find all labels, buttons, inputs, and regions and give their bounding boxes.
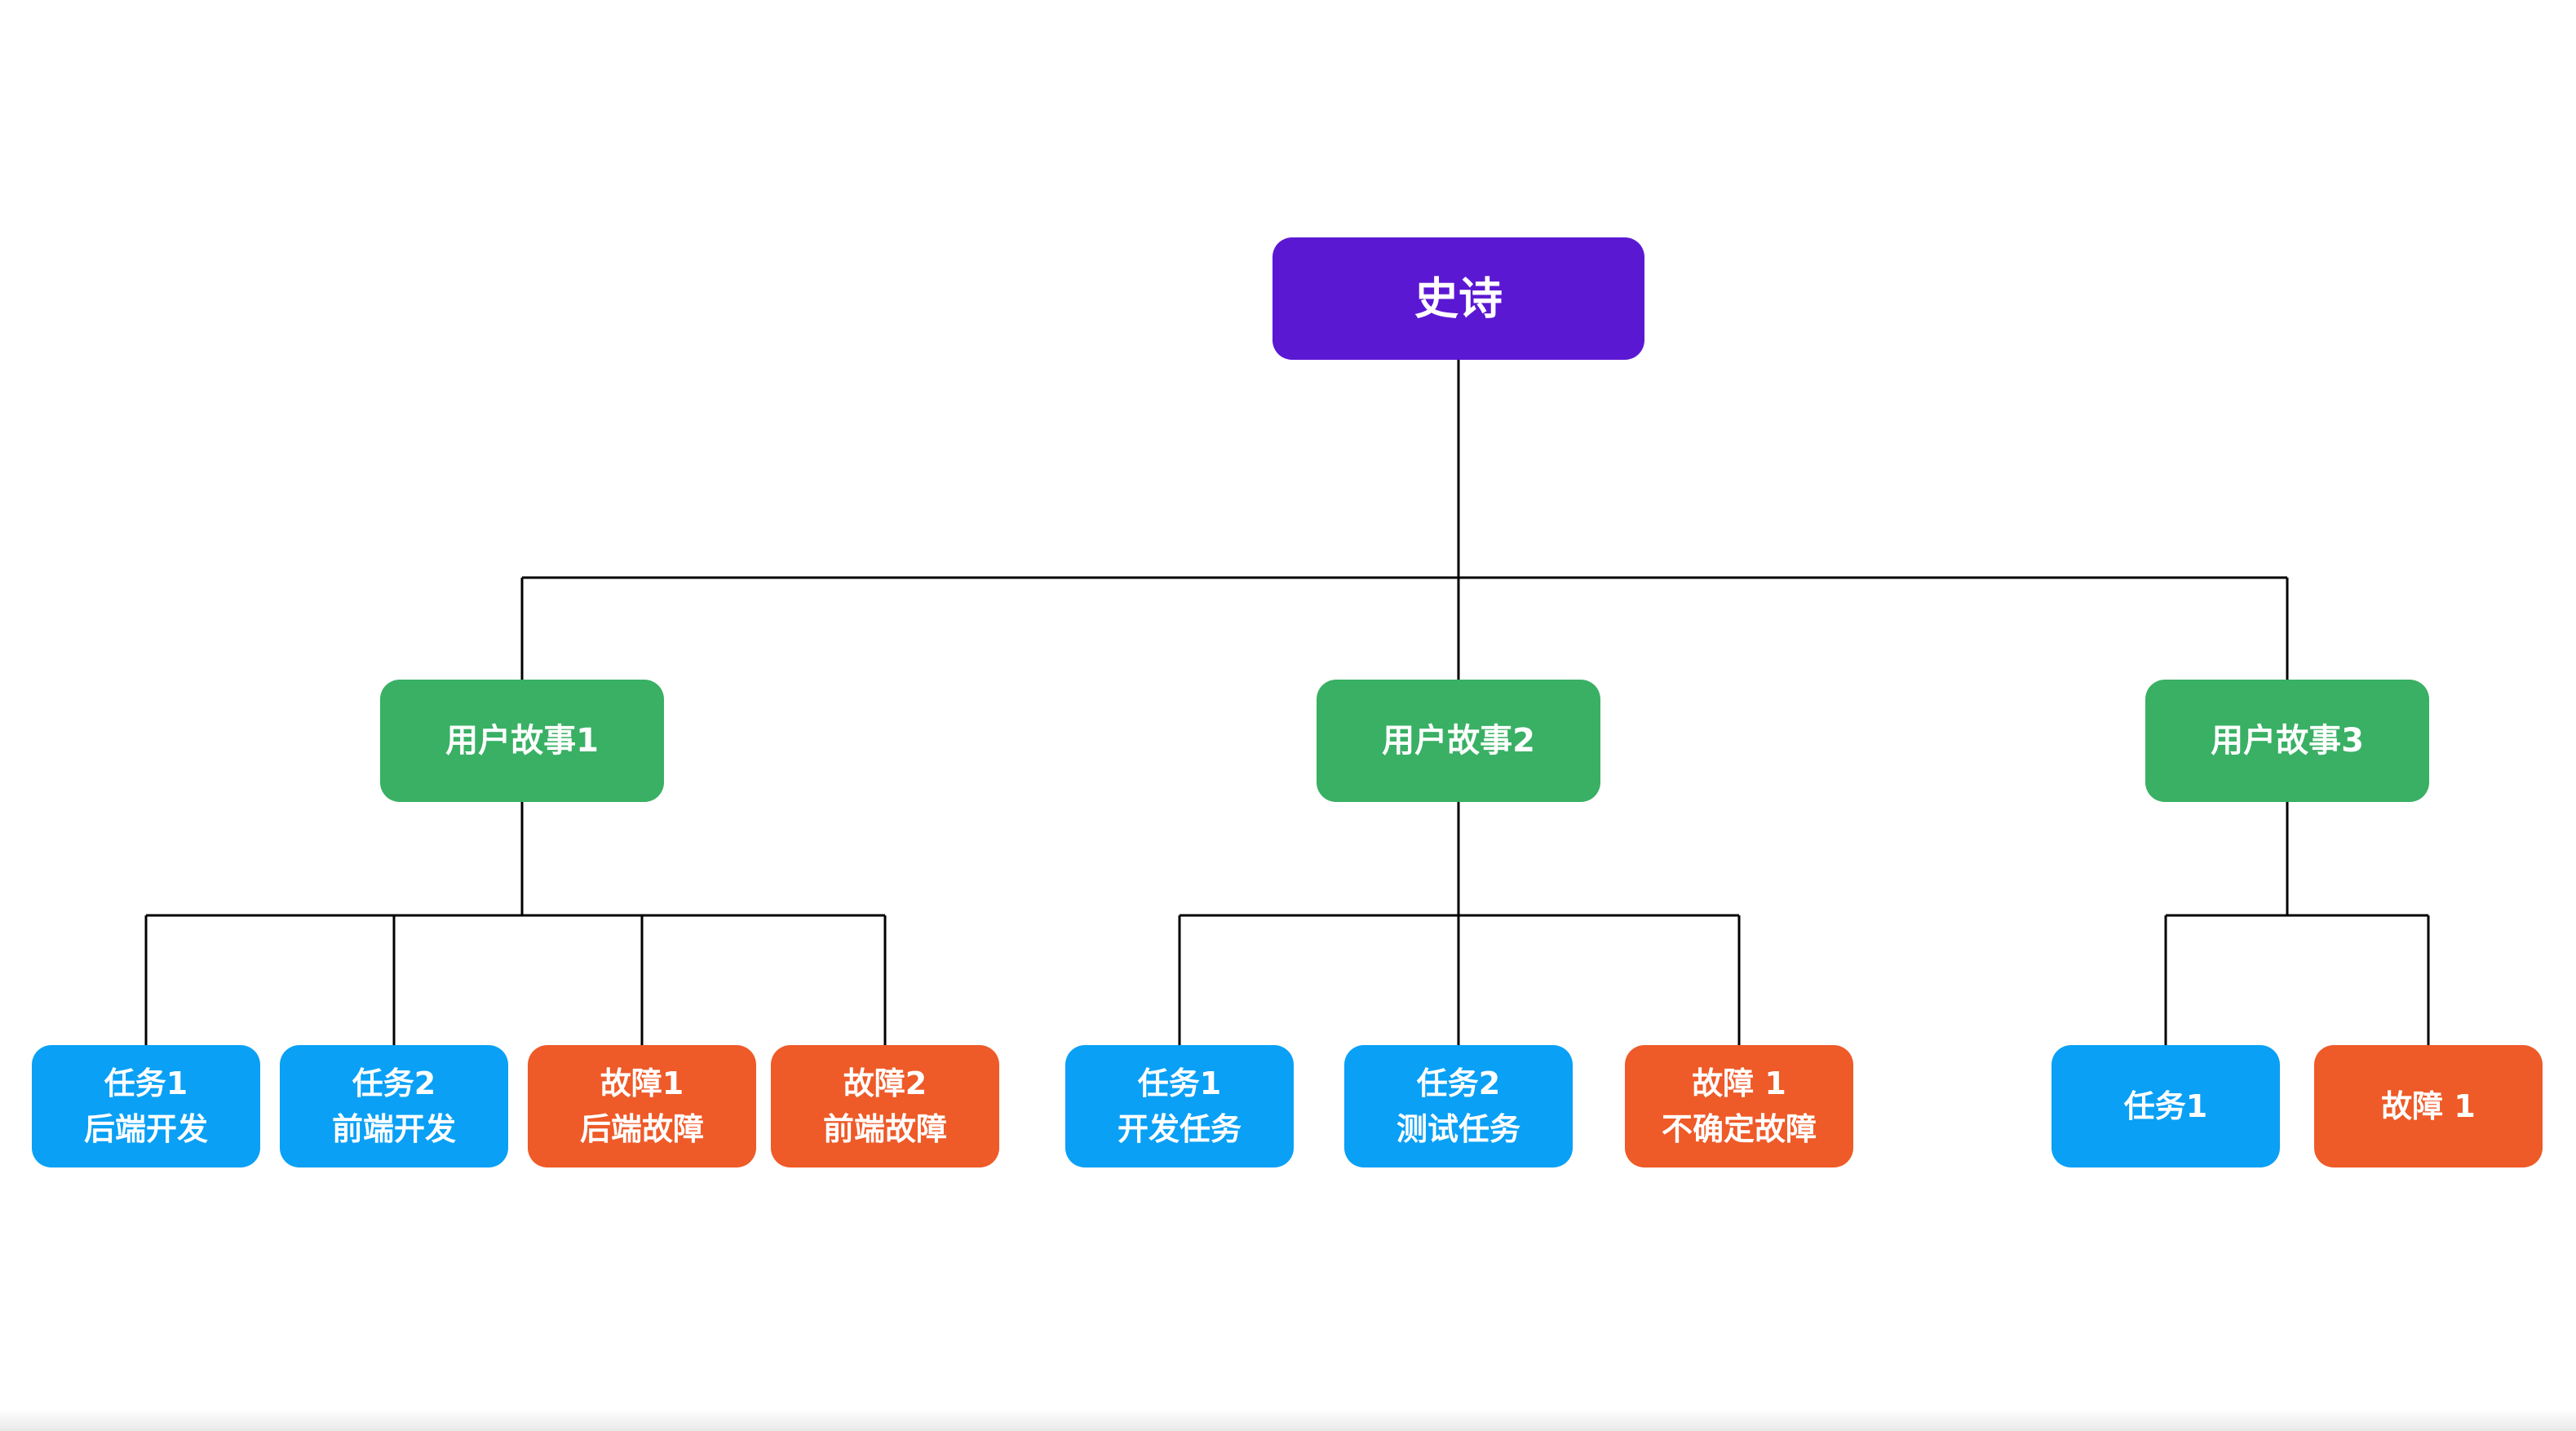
- epic-node[interactable]: 史诗: [1273, 237, 1644, 360]
- s2-bug-1-label-line-2: 不确定故障: [1662, 1111, 1817, 1147]
- s1-bug-1-box: [528, 1045, 756, 1167]
- s2-task-1-label-line-1: 任务1: [1138, 1065, 1221, 1101]
- s1-bug-2-label-line-1: 故障2: [843, 1065, 927, 1101]
- s1-bug-2-box: [771, 1045, 999, 1167]
- s1-task-1-label-line-2: 后端开发: [84, 1111, 208, 1147]
- s1-bug-1-label-line-2: 后端故障: [580, 1111, 704, 1147]
- epic-box: [1273, 237, 1644, 360]
- s3-task-1-label-line-1: 任务1: [2124, 1088, 2207, 1124]
- story-3-node[interactable]: 用户故事3: [2145, 680, 2429, 802]
- s1-task-2-label-line-1: 任务2: [352, 1065, 436, 1101]
- s1-bug-2-label-line-2: 前端故障: [823, 1111, 947, 1147]
- s1-task-1-box: [32, 1045, 260, 1167]
- epic-label-line-1: 史诗: [1414, 273, 1503, 325]
- story-2-node[interactable]: 用户故事2: [1317, 680, 1600, 802]
- s3-bug-1-box: [2314, 1045, 2543, 1167]
- story-3-box: [2145, 680, 2429, 802]
- s2-task-1-node[interactable]: 任务1 开发任务: [1065, 1045, 1294, 1167]
- s1-task-2-node[interactable]: 任务2 前端开发: [280, 1045, 508, 1167]
- s1-task-1-label-line-1: 任务1: [104, 1065, 188, 1101]
- s1-bug-2-node[interactable]: 故障2 前端故障: [771, 1045, 999, 1167]
- bottom-shade: [0, 1410, 2576, 1431]
- s2-task-2-label-line-2: 测试任务: [1396, 1111, 1520, 1147]
- s2-task-2-label-line-1: 任务2: [1417, 1065, 1500, 1101]
- s1-bug-1-label-line-1: 故障1: [600, 1065, 684, 1101]
- story-2-box: [1317, 680, 1600, 802]
- story-3-label-line-1: 用户故事3: [2211, 722, 2364, 760]
- s2-bug-1-box: [1625, 1045, 1853, 1167]
- story-1-label-line-1: 用户故事1: [445, 722, 599, 760]
- s3-bug-1-node[interactable]: 故障 1: [2314, 1045, 2543, 1167]
- s1-task-1-node[interactable]: 任务1 后端开发: [32, 1045, 260, 1167]
- s2-task-2-box: [1344, 1045, 1573, 1167]
- s3-task-1-node[interactable]: 任务1: [2052, 1045, 2280, 1167]
- s2-task-2-node[interactable]: 任务2 测试任务: [1344, 1045, 1573, 1167]
- s3-bug-1-label-line-1: 故障 1: [2381, 1088, 2476, 1124]
- story-2-label-line-1: 用户故事2: [1382, 722, 1535, 760]
- s3-task-1-box: [2052, 1045, 2280, 1167]
- s2-task-1-box: [1065, 1045, 1294, 1167]
- s1-task-2-label-line-2: 前端开发: [332, 1111, 456, 1147]
- s1-task-2-box: [280, 1045, 508, 1167]
- story-1-box: [380, 680, 664, 802]
- s2-bug-1-label-line-1: 故障 1: [1692, 1065, 1786, 1101]
- s1-bug-1-node[interactable]: 故障1 后端故障: [528, 1045, 756, 1167]
- connector-lines: [144, 360, 2430, 1045]
- s2-task-1-label-line-2: 开发任务: [1118, 1111, 1242, 1147]
- s2-bug-1-node[interactable]: 故障 1 不确定故障: [1625, 1045, 1853, 1167]
- story-1-node[interactable]: 用户故事1: [380, 680, 664, 802]
